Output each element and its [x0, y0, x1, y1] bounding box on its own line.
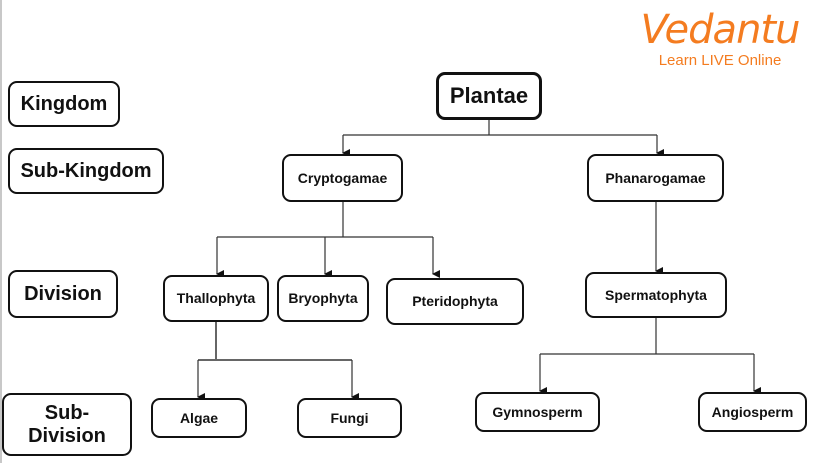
node-phanarogamae: Phanarogamae: [587, 154, 724, 202]
vedantu-logo: Vedantu Learn LIVE Online: [640, 7, 801, 70]
level-sub-kingdom: Sub-Kingdom: [8, 148, 164, 194]
level-division: Division: [8, 270, 118, 318]
node-plantae: Plantae: [436, 72, 542, 120]
connector-spermatophyta: [540, 318, 754, 355]
node-cryptogamae: Cryptogamae: [282, 154, 403, 202]
logo-tagline: Learn LIVE Online: [658, 52, 782, 69]
node-bryophyta: Bryophyta: [277, 275, 369, 322]
left-border: [0, 0, 2, 463]
node-thallophyta: Thallophyta: [163, 275, 269, 322]
level-kingdom: Kingdom: [8, 81, 120, 127]
connector-thallophyta: [198, 322, 352, 361]
logo-brand: Vedantu: [640, 7, 801, 53]
node-gymnosperm: Gymnosperm: [475, 392, 600, 432]
node-fungi: Fungi: [297, 398, 402, 438]
level-sub-division: Sub-Division: [2, 393, 132, 456]
node-angiosperm: Angiosperm: [698, 392, 807, 432]
node-spermatophyta: Spermatophyta: [585, 272, 727, 318]
connector-cryptogamae: [217, 202, 433, 238]
connector-plantae: [343, 120, 657, 136]
node-pteridophyta: Pteridophyta: [386, 278, 524, 325]
node-algae: Algae: [151, 398, 247, 438]
